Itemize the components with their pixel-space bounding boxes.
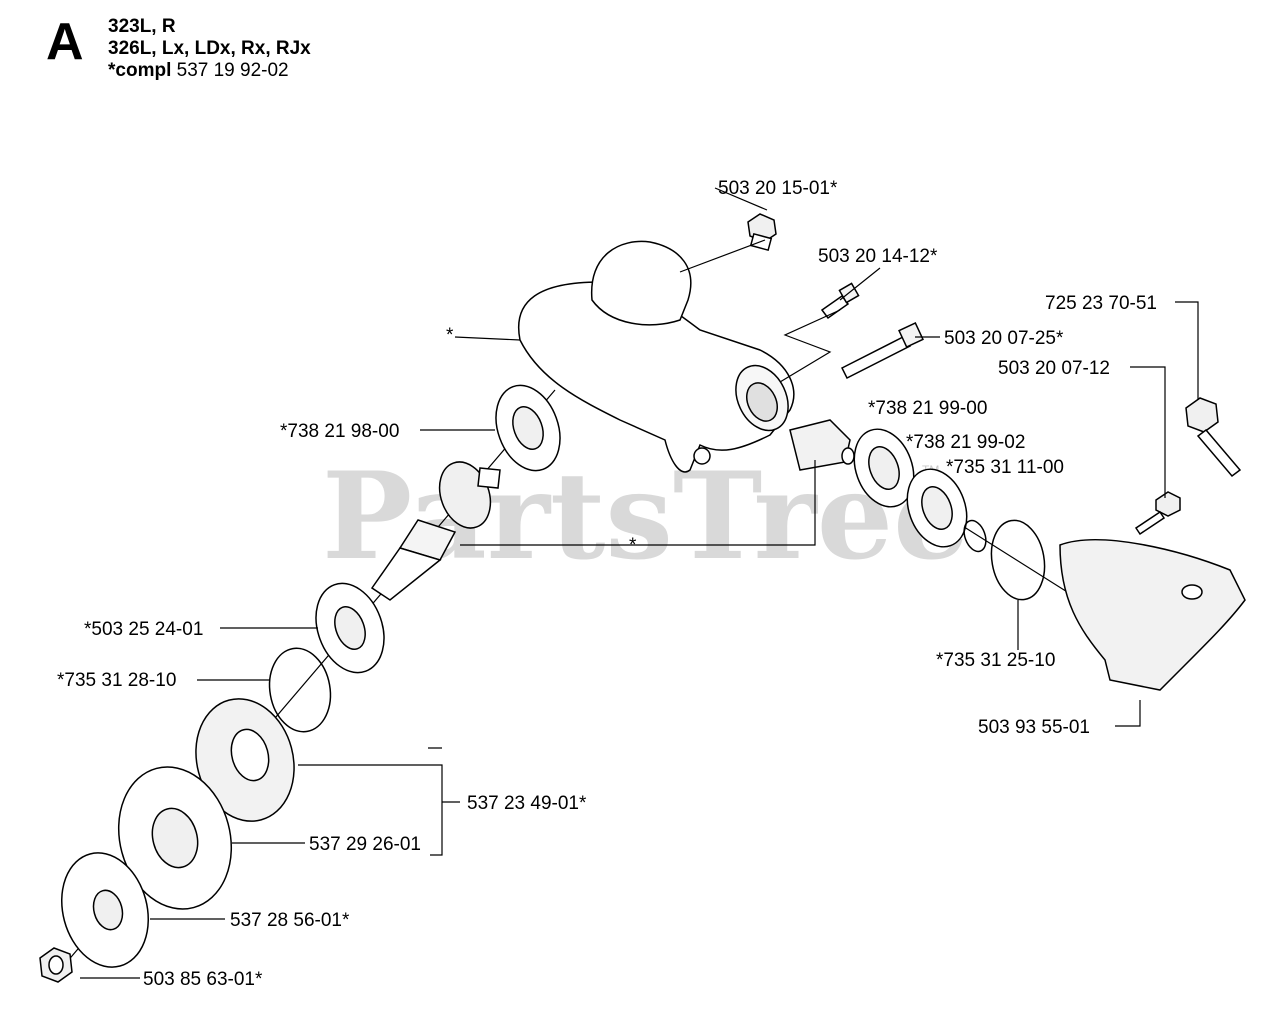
bearing-2524-01 <box>315 582 385 674</box>
bearing-2199-02 <box>906 468 968 548</box>
callout-537-28-56-01: 537 28 56-01* <box>230 910 350 931</box>
callout-735-31-28-10: *735 31 28-10 <box>57 670 176 691</box>
compl-label: *compl <box>108 60 172 81</box>
screw-shield <box>1134 491 1181 536</box>
callout-labels: 503 20 15-01* 503 20 14-12* 503 20 07-25… <box>57 178 1157 990</box>
callout-738-21-99-00: *738 21 99-00 <box>868 398 987 419</box>
bolt-hex <box>1185 397 1242 478</box>
callout-537-23-49-01: 537 23 49-01* <box>467 793 587 814</box>
retaining-ring-small <box>963 519 987 553</box>
nut-8563 <box>39 947 73 983</box>
circlip-large <box>990 519 1046 601</box>
callout-537-29-26-01: 537 29 26-01 <box>309 834 421 855</box>
callout-735-31-25-10: *735 31 25-10 <box>936 650 1055 671</box>
model-line-2: 326L, Lx, LDx, Rx, RJx <box>108 38 311 59</box>
callout-503-20-07-25: 503 20 07-25* <box>944 328 1064 349</box>
compl-number: 537 19 92-02 <box>176 60 289 81</box>
gear-housing <box>517 240 795 473</box>
complete-assembly-line: *compl 537 19 92-02 <box>108 60 289 82</box>
model-line-1: 323L, R <box>108 16 176 37</box>
callout-asterisk-gear: * <box>629 535 637 556</box>
callout-735-31-11-00: *735 31 11-00 <box>946 457 1064 478</box>
callout-725-23-70-51: 725 23 70-51 <box>1045 293 1157 314</box>
callout-738-21-98-00: *738 21 98-00 <box>280 421 399 442</box>
callout-503-20-14-12: 503 20 14-12* <box>818 246 938 267</box>
screw-long <box>840 322 924 380</box>
retaining-ring-2810 <box>268 647 332 733</box>
drive-disc <box>195 698 295 822</box>
output-shaft-gear <box>370 461 501 601</box>
bearing-2199-00 <box>853 428 915 508</box>
callout-503-20-15-01: 503 20 15-01* <box>718 178 838 199</box>
screw-small <box>820 282 860 320</box>
support-cup <box>117 766 233 910</box>
callout-503-85-63-01: 503 85 63-01* <box>143 969 263 990</box>
bevel-gear-input <box>789 419 855 471</box>
callout-503-20-07-12: 503 20 07-12 <box>998 358 1110 379</box>
callout-asterisk-housing: * <box>446 325 454 346</box>
callout-503-25-24-01: *503 25 24-01 <box>84 619 203 640</box>
section-letter: A <box>46 13 84 71</box>
leader-lines <box>80 187 1199 979</box>
callout-503-93-55-01: 503 93 55-01 <box>978 717 1090 738</box>
callout-738-21-99-02: *738 21 99-02 <box>906 432 1025 453</box>
washer-2856 <box>60 852 150 968</box>
protective-shield <box>1059 539 1246 691</box>
bearing-2198-00 <box>495 384 561 472</box>
